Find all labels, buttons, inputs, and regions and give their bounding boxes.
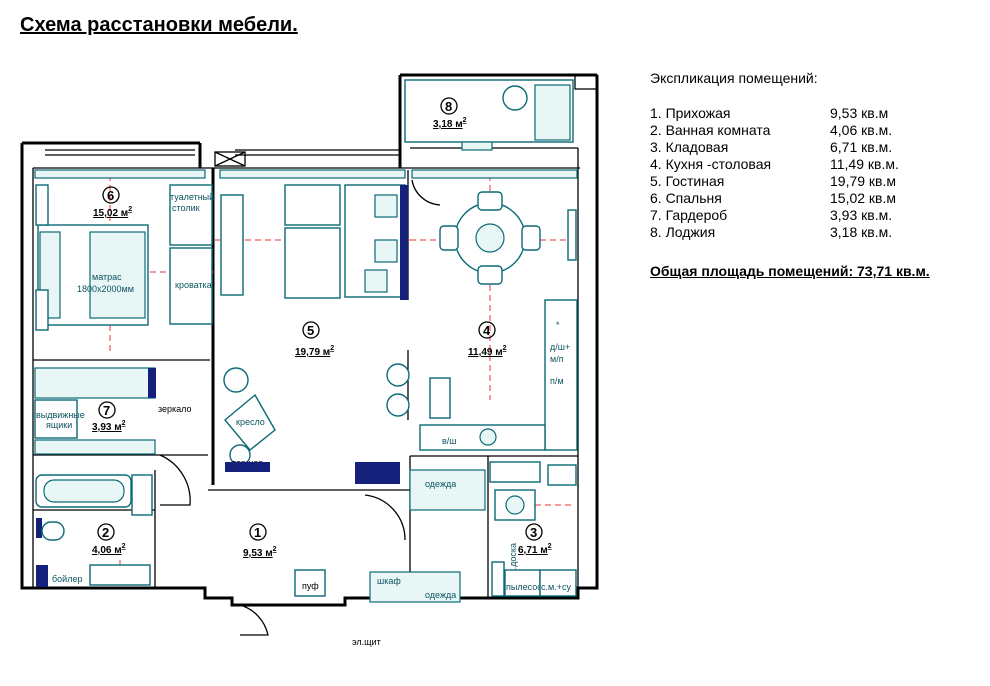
wardrobe-label: шкаф [377,576,401,586]
bedroom-furniture: матрас 1800х2000мм туалетный столик кров… [35,184,214,331]
clothes-label-2: одежда [425,590,456,600]
vacuum-label: пылесос [506,582,542,592]
drawers-label-2: ящики [46,420,72,430]
room-6-area: 15,02 м2 [93,206,132,219]
mirror-label: зеркало [158,404,192,414]
living-room-furniture: кресло торшер [220,184,408,468]
boiler-label: бойлер [52,574,82,584]
bathroom-furniture: бойлер [35,474,153,587]
room-4-number: 4 [483,323,491,338]
armchair-label: кресло [236,417,265,427]
table-label-1: туалетный [170,192,214,202]
doors [159,179,441,636]
loggia-furniture [404,79,574,151]
board-label: глад.доска [508,543,518,588]
room-7-number: 7 [103,403,110,418]
drawers-label-1: выдвижные [36,410,85,420]
room-7-area: 3,93 м2 [92,420,126,433]
room-3-area: 6,71 м2 [518,543,552,556]
panel-label: эл.щит [352,637,381,647]
clothes-label-1: одежда [425,479,456,489]
room-5-area: 19,79 м2 [295,345,334,358]
wardrobe-room-furniture: выдвижные ящики зеркало [34,367,192,455]
legend-total: Общая площадь помещений: 73,71 кв.м. [650,263,930,279]
room-markers: 1 9,53 м2 2 4,06 м2 3 6,71 м2 4 11,49 м2… [92,97,552,559]
room-8-number: 8 [445,99,452,114]
bed-label-1: матрас [92,272,122,282]
storage-furniture: глад.доска пылесос с.м.+су [489,461,577,597]
room-4-area: 11,49 м2 [468,345,507,358]
washer-label: с.м.+су [541,582,571,592]
wall-cabinet-label: в/ш [442,436,457,446]
kitchen-furniture: * д/ш+ м/п п/м в/ш [386,191,578,451]
room-1-number: 1 [254,525,261,540]
room-2-area: 4,06 м2 [92,543,126,556]
pouf-label: пуф [302,581,319,591]
dishwasher-2-label: п/м [550,376,564,386]
room-8-area: 3,18 м2 [433,117,467,130]
room-2-number: 2 [102,525,109,540]
bed-label-2: 1800х2000мм [77,284,134,294]
crib-label: кроватка [175,280,212,290]
room-1-area: 9,53 м2 [243,546,277,559]
room-3-number: 3 [530,525,537,540]
hallway-furniture: одежда шкаф одежда пуф эл.щит [225,462,486,647]
room-6-number: 6 [107,188,114,203]
legend-heading: Экспликация помещений: [650,70,818,86]
curtains [34,169,578,179]
star-label: * [556,320,560,330]
table-label-2: столик [172,203,200,213]
room-5-number: 5 [307,323,314,338]
microwave-label: м/п [550,354,564,364]
dishwasher-label: д/ш+ [550,342,570,352]
page-title: Схема расстановки мебели. [20,14,298,36]
